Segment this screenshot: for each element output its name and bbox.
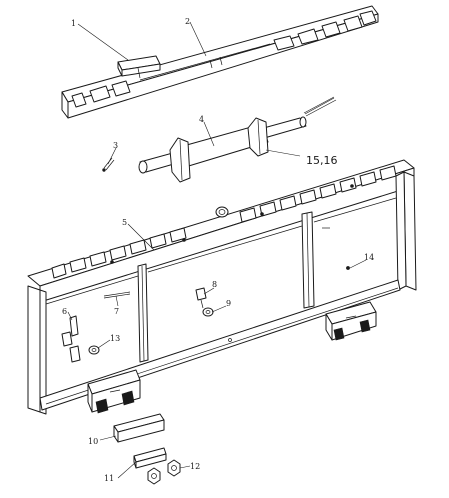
right-hinge-block-part (325, 301, 377, 341)
left-hinge-block-part (87, 369, 141, 414)
callout-12: 12 (190, 462, 200, 471)
callout-1: 1 (71, 19, 76, 28)
callout-15-16: 15,16 (306, 154, 338, 167)
callout-labels: 1 2 3 4 15,16 5 14 8 9 7 6 13 10 11 12 (62, 17, 374, 483)
callout-11: 11 (104, 474, 114, 483)
callout-6: 6 (62, 307, 67, 316)
callout-4: 4 (199, 115, 204, 124)
washer-13-part (88, 345, 100, 355)
plate-11-part (133, 447, 167, 469)
callout-3: 3 (113, 141, 118, 150)
shaft-assembly-part (138, 96, 337, 183)
hinge-plate-part (117, 55, 161, 79)
callout-13: 13 (110, 334, 120, 343)
main-frame-part (27, 159, 417, 415)
hinge-bar-part (61, 5, 379, 119)
frame-top-knuckles (51, 165, 397, 279)
callout-10: 10 (88, 437, 98, 446)
callout-7: 7 (114, 307, 119, 316)
callout-9: 9 (226, 299, 231, 308)
callout-5: 5 (122, 218, 127, 227)
nut-12-part (167, 459, 181, 477)
bolt-8-part (195, 287, 207, 309)
callout-8: 8 (212, 280, 217, 289)
nut-11-part (147, 467, 161, 485)
callout-14: 14 (364, 253, 374, 262)
pin-7-part (103, 291, 131, 299)
washer-9-part (202, 307, 214, 317)
leader-lines (67, 21, 367, 479)
callout-2: 2 (185, 17, 190, 26)
plate-10-part (113, 413, 165, 443)
pin-part (102, 157, 115, 172)
bolts-6-part (61, 315, 81, 363)
